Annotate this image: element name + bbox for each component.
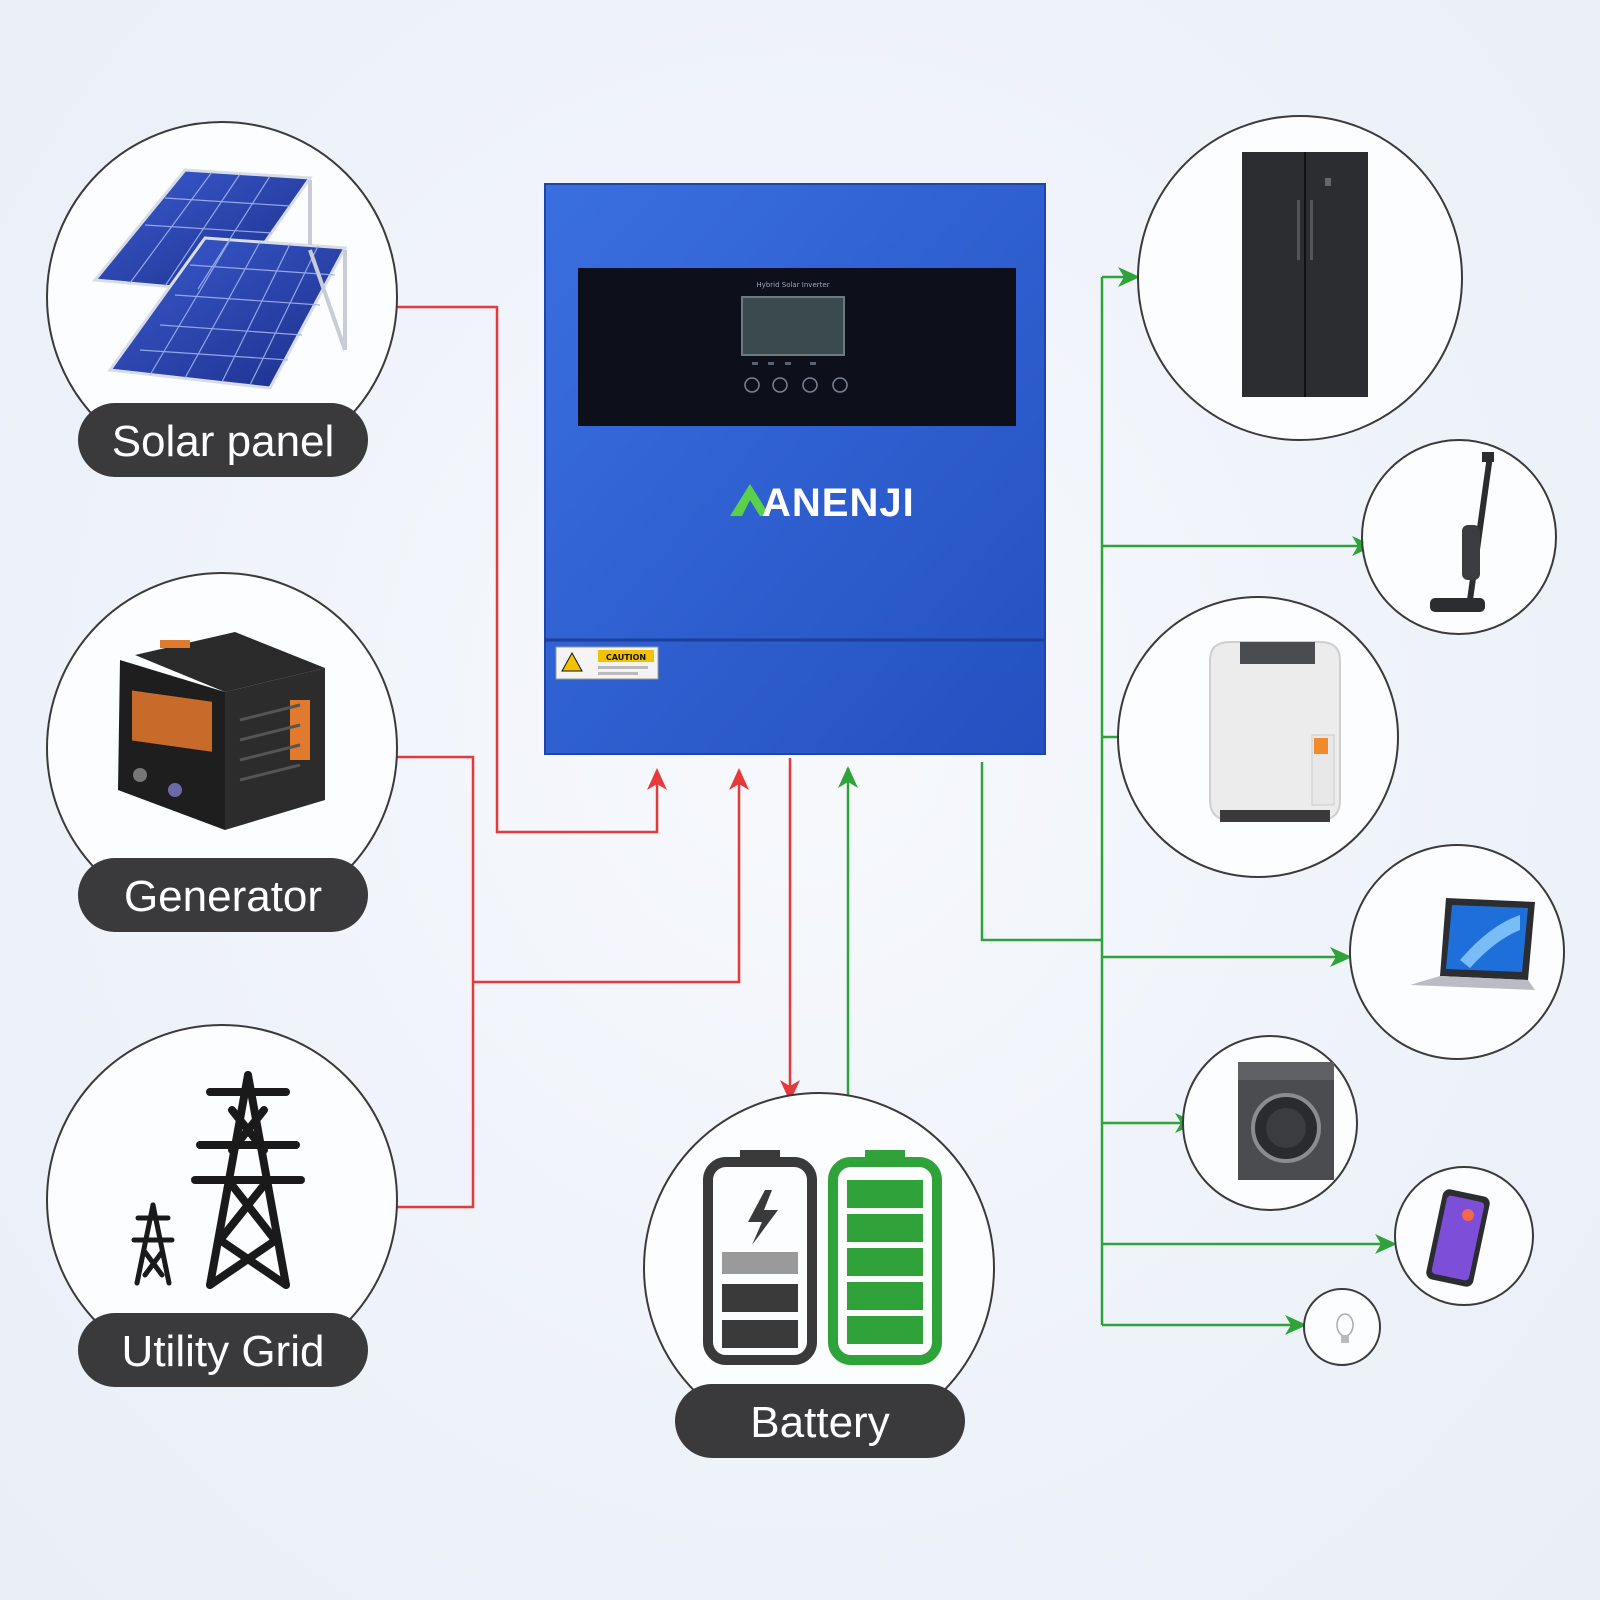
laptop-icon (1410, 898, 1535, 990)
lcd-screen (741, 296, 845, 356)
transmission-tower-icon (131, 1071, 305, 1289)
utility-grid-label: Utility Grid (122, 1327, 325, 1376)
load-laptop (1349, 844, 1565, 1060)
battery-label: Battery (750, 1398, 889, 1447)
caution-label: CAUTION (555, 646, 659, 680)
refrigerator-icon (1242, 152, 1368, 397)
load-air-fryer (1117, 596, 1399, 878)
caution-text: CAUTION (606, 653, 646, 662)
source-grid: Utility Grid (46, 1024, 398, 1387)
input-lines (395, 305, 800, 1209)
load-smartphone (1394, 1166, 1534, 1306)
generator-label: Generator (124, 872, 322, 921)
smartphone-icon (1426, 1189, 1490, 1287)
brand-name: ANENJI (762, 481, 915, 525)
solar-panel-label: Solar panel (112, 417, 335, 466)
light-bulb-icon (1336, 1313, 1354, 1343)
source-solar: Solar panel (46, 121, 398, 477)
vacuum-cleaner-icon (1430, 452, 1494, 612)
washing-machine-icon (1238, 1062, 1334, 1180)
brand-logo: ANENJI (730, 481, 915, 525)
load-washing-machine (1182, 1035, 1358, 1211)
inverter-panel-title: Hybrid Solar Inverter (756, 281, 829, 289)
output-lines (838, 267, 1397, 1335)
air-fryer-icon (1209, 641, 1341, 822)
solar-panel-icon (92, 168, 348, 390)
generator-icon (118, 632, 325, 830)
load-vacuum (1361, 439, 1557, 635)
storage-battery: Battery (643, 1092, 995, 1458)
inverter-unit: Hybrid Solar Inverter ANENJI CAUTION (544, 183, 1046, 755)
source-generator: Generator (46, 572, 398, 932)
load-refrigerator (1137, 115, 1463, 441)
load-bulb (1303, 1288, 1381, 1366)
control-buttons (744, 377, 848, 393)
battery-icon (703, 1150, 942, 1365)
